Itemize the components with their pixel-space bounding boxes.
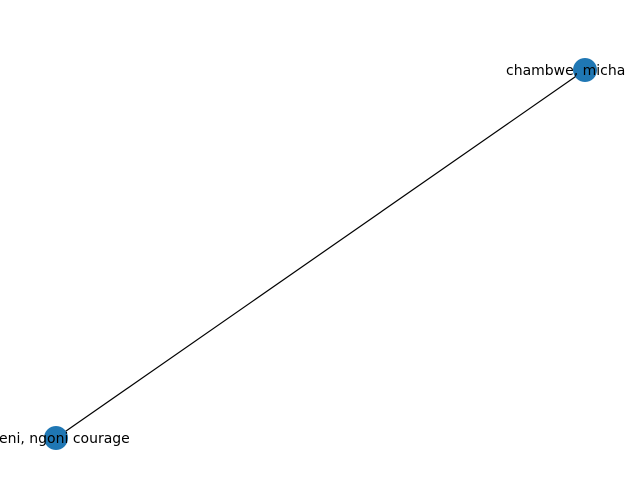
graph-edge bbox=[55, 69, 586, 439]
node-label: eni, ngoni courage bbox=[0, 431, 130, 447]
graph-node bbox=[573, 58, 597, 82]
node-label: chambwe, micha bbox=[506, 63, 625, 79]
graph-node bbox=[44, 426, 68, 450]
